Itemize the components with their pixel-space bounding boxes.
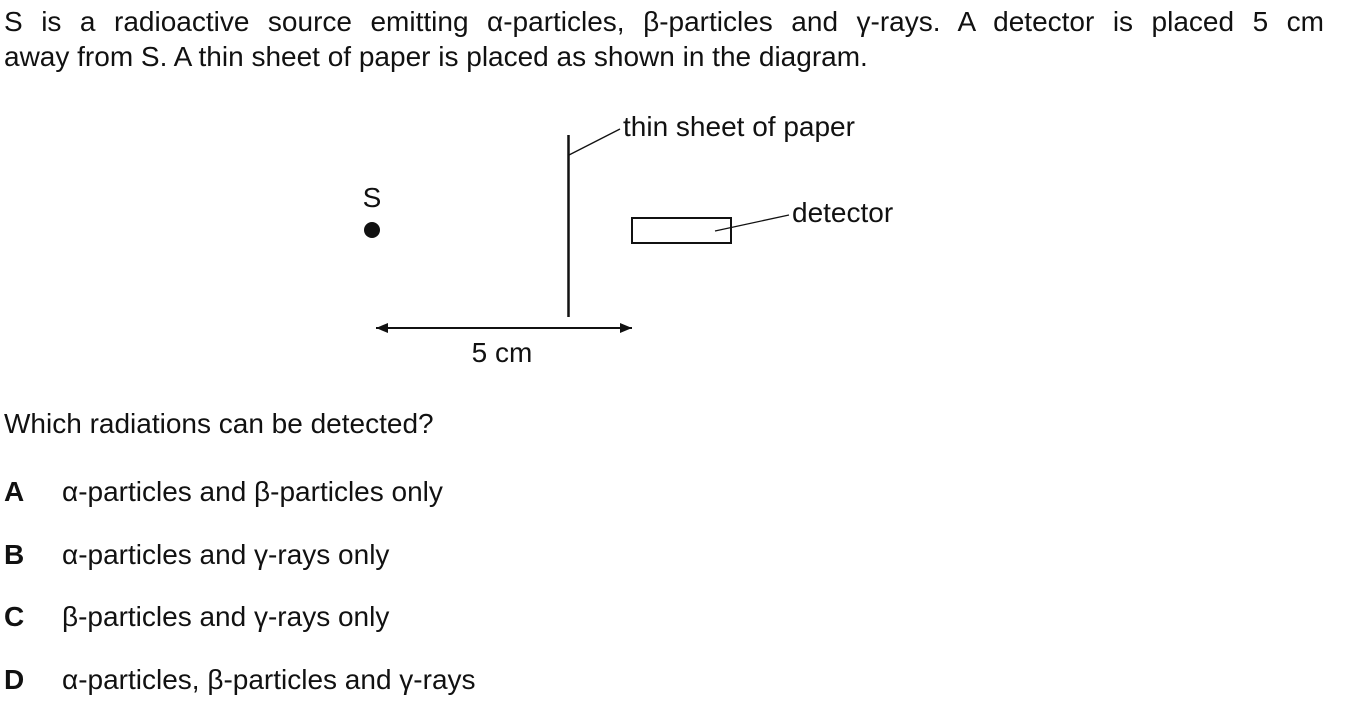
option-letter: C <box>4 601 25 632</box>
distance-label: 5 cm <box>472 337 533 368</box>
experiment-diagram: S thin sheet of paper detector 5 cm <box>363 111 894 368</box>
detector-label: detector <box>792 197 893 228</box>
question-stem-line-2: away from S. A thin sheet of paper is pl… <box>4 41 868 72</box>
paper-leader-line <box>568 128 621 156</box>
option-letter: A <box>4 476 25 507</box>
source-dot <box>364 222 380 238</box>
question-stem: S is a radioactive source emitting α-par… <box>4 4 1324 74</box>
option-text: α-particles, β-particles and γ-rays <box>62 663 476 695</box>
option-text: β-particles and γ-rays only <box>62 601 390 632</box>
option-text: α-particles and β-particles only <box>62 476 443 507</box>
paper-label: thin sheet of paper <box>623 111 855 142</box>
option-letter: B <box>4 538 25 570</box>
detector-box <box>631 217 732 244</box>
option-letter: D <box>4 663 25 695</box>
question-stem-line-1: S is a radioactive source emitting α-par… <box>4 6 1324 37</box>
option-text: α-particles and γ-rays only <box>62 538 390 570</box>
question-text: Which radiations can be detected? <box>4 408 434 439</box>
detector-leader-line <box>714 214 790 232</box>
source-label: S <box>363 182 382 213</box>
